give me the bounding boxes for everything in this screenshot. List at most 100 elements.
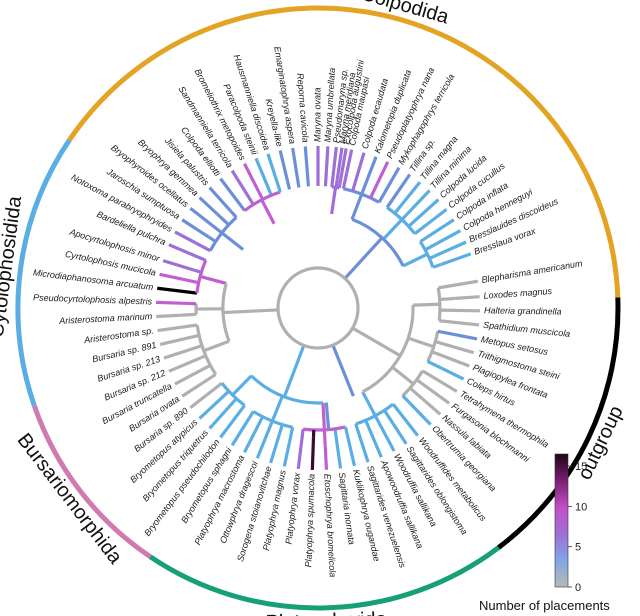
terminal-branch — [168, 243, 207, 262]
internal-branch — [322, 429, 327, 446]
clade-arc — [496, 297, 621, 550]
terminal-branch — [345, 434, 357, 467]
internal-branch — [220, 231, 245, 251]
internal-branch — [401, 394, 410, 403]
terminal-branch — [428, 373, 458, 393]
clade-label: Platyophryida — [265, 609, 388, 616]
internal-branch — [305, 170, 311, 187]
terminal-branch — [407, 400, 432, 426]
terminal-branch — [278, 150, 290, 182]
terminal-branch — [335, 147, 344, 180]
terminal-branch — [353, 152, 366, 184]
internal-branch — [409, 386, 424, 400]
terminal-branch — [333, 428, 343, 469]
terminal-branch — [168, 354, 207, 373]
taxon-label: Halteria grandinella — [484, 305, 562, 316]
terminal-branch — [337, 148, 348, 189]
clade-arcs — [15, 5, 621, 611]
terminal-branch — [254, 157, 273, 196]
terminal-branch — [391, 403, 419, 437]
internal-branch — [402, 252, 429, 268]
terminal-branch — [385, 173, 412, 209]
terminal-branch — [189, 207, 223, 235]
internal-branch — [215, 212, 230, 226]
terminal-branch — [174, 367, 204, 386]
taxon-label: Reporna cavicola — [295, 73, 310, 143]
internal-branch — [421, 369, 431, 377]
internal-branch — [321, 402, 326, 430]
internal-branch — [413, 222, 429, 236]
taxon-label: Loxodes magnus — [483, 286, 553, 301]
terminal-branch — [415, 378, 451, 405]
internal-branch — [350, 193, 364, 220]
internal-branch — [182, 277, 199, 285]
internal-branch — [195, 241, 212, 253]
terminal-branch — [440, 252, 472, 267]
terminal-branch — [208, 186, 233, 213]
terminal-branch — [266, 153, 277, 178]
internal-branch — [229, 210, 238, 219]
terminal-branch — [421, 397, 442, 416]
taxon-label: Etoschophrya bromelicola — [322, 474, 337, 578]
colorbar-tick-label: 5 — [575, 542, 581, 554]
internal-branch — [412, 302, 440, 307]
internal-branch — [186, 344, 203, 353]
internal-branch — [273, 176, 282, 193]
internal-branch — [437, 329, 454, 336]
internal-branch — [369, 182, 379, 199]
terminal-branch — [453, 332, 478, 341]
internal-branch — [286, 181, 292, 190]
terminal-branch — [447, 308, 481, 313]
terminal-branch — [219, 177, 246, 212]
clade-arc — [148, 545, 501, 611]
terminal-branch — [345, 149, 354, 174]
colorbar-tick-label: 0 — [575, 582, 581, 594]
internal-branch — [202, 363, 212, 371]
clade-arc — [67, 5, 621, 298]
clade-arc — [31, 404, 152, 559]
terminal-branch — [360, 156, 378, 195]
terminal-branch — [156, 300, 189, 306]
colorbar-tick-label: 10 — [575, 501, 587, 513]
terminal-branch — [332, 146, 338, 172]
terminal-branch — [189, 381, 223, 409]
internal-branch — [377, 194, 385, 204]
terminal-branch — [323, 146, 330, 187]
terminal-branch — [181, 218, 210, 239]
clade-arc — [15, 138, 72, 407]
terminal-branch — [162, 259, 195, 272]
internal-branch — [382, 218, 404, 241]
internal-branch — [180, 312, 197, 317]
internal-branch — [354, 423, 363, 440]
internal-branch — [287, 427, 295, 444]
internal-branch — [208, 235, 217, 243]
internal-branch — [190, 333, 200, 339]
terminal-branch — [403, 181, 422, 202]
terminal-branch — [441, 367, 465, 381]
internal-branch — [330, 187, 338, 215]
internal-branch — [400, 212, 409, 221]
terminal-branch — [375, 161, 390, 185]
internal-branch — [221, 390, 230, 398]
internal-branch — [334, 179, 339, 188]
internal-branch — [250, 374, 324, 405]
internal-branch — [343, 236, 384, 280]
internal-branch — [393, 199, 407, 215]
colorbar-gradient — [554, 453, 569, 588]
terminal-branch — [219, 404, 246, 439]
internal-branch — [223, 308, 279, 315]
terminal-branch — [303, 146, 309, 171]
internal-branch — [434, 340, 444, 346]
terminal-branch — [156, 313, 181, 319]
internal-branch — [203, 339, 230, 353]
terminal-branch — [391, 422, 408, 445]
terminal-branch — [282, 442, 291, 467]
terminal-branch — [455, 295, 480, 300]
clade-label: Bursariomorphida — [13, 429, 127, 568]
terminal-branch — [438, 279, 479, 290]
terminal-branch — [407, 198, 440, 228]
terminal-branch — [377, 422, 396, 452]
